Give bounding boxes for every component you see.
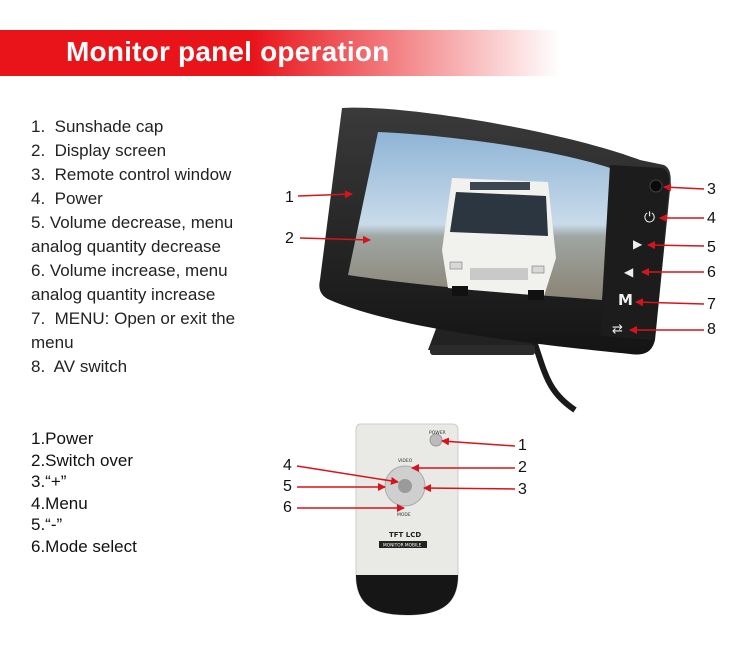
list-item: menu <box>31 333 74 352</box>
list-item: 6. Volume increase, menu <box>31 261 228 280</box>
list-item: 5.“-” <box>31 515 63 534</box>
callout-number: 5 <box>707 239 716 256</box>
monitor-body: ⏻ ▶ ◀ M ⇄ <box>319 107 671 355</box>
list-item: 3.“+” <box>31 472 67 491</box>
list-item: 1. Sunshade cap <box>31 117 164 136</box>
av-switch-icon: ⇄ <box>612 322 623 337</box>
triangle-right-icon: ▶ <box>633 237 643 251</box>
list-item: analog quantity decrease <box>31 237 221 256</box>
menu-m-icon: M <box>618 291 633 309</box>
list-item: 2.Switch over <box>31 450 134 470</box>
callout-number: 8 <box>707 321 716 338</box>
page-title: Monitor panel operation <box>66 36 390 67</box>
remote-brand: TFT LCD <box>389 531 421 539</box>
remote-control: POWER VIDEO MODE TFT LCD MONITOR MOBILE <box>355 423 459 616</box>
bus-image <box>442 178 556 300</box>
list-item: analog quantity increase <box>31 285 216 304</box>
callout-number: 1 <box>518 437 527 454</box>
list-item: 8. AV switch <box>31 357 128 376</box>
list-item: 4.Menu <box>31 493 88 513</box>
callout-number: 1 <box>285 189 294 206</box>
list-item: 7. MENU: Open or exit the <box>31 309 236 328</box>
callout-number: 7 <box>707 296 716 313</box>
list-item: 3. Remote control window <box>31 165 232 184</box>
callout-number: 2 <box>285 230 294 247</box>
list-item: 6.Mode select <box>31 536 137 556</box>
power-icon: ⏻ <box>644 210 655 226</box>
list-item: 4. Power <box>31 189 103 208</box>
ir-window <box>649 179 663 193</box>
remote-sub-label: MONITOR MOBILE <box>383 543 422 549</box>
list-item: 1.Power <box>31 429 94 448</box>
callout-number: 6 <box>283 499 292 516</box>
title-banner <box>0 30 560 76</box>
callout-number: 5 <box>283 478 292 495</box>
callout-number: 4 <box>707 210 716 227</box>
remote-mode-label: MODE <box>397 512 411 518</box>
monitor-feature-list: 1. Sunshade cap 2. Display screen 3. Rem… <box>31 115 235 379</box>
callout-number: 3 <box>518 481 527 498</box>
remote-feature-list: 1.Power 2.Switch over 3.“+” 4.Menu 5.“-”… <box>31 428 137 557</box>
callout-number: 4 <box>283 457 292 474</box>
remote-power-label: POWER <box>429 430 446 436</box>
remote-callout-arrows <box>296 437 516 512</box>
list-item: 2. Display screen <box>31 141 167 160</box>
triangle-left-icon: ◀ <box>624 265 634 279</box>
callout-number: 6 <box>707 264 716 281</box>
remote-video-label: VIDEO <box>398 458 413 464</box>
monitor-callout-arrows <box>297 183 705 334</box>
callout-number: 2 <box>518 459 527 476</box>
callout-number: 3 <box>707 181 716 198</box>
list-item: 5. Volume decrease, menu <box>31 213 234 232</box>
